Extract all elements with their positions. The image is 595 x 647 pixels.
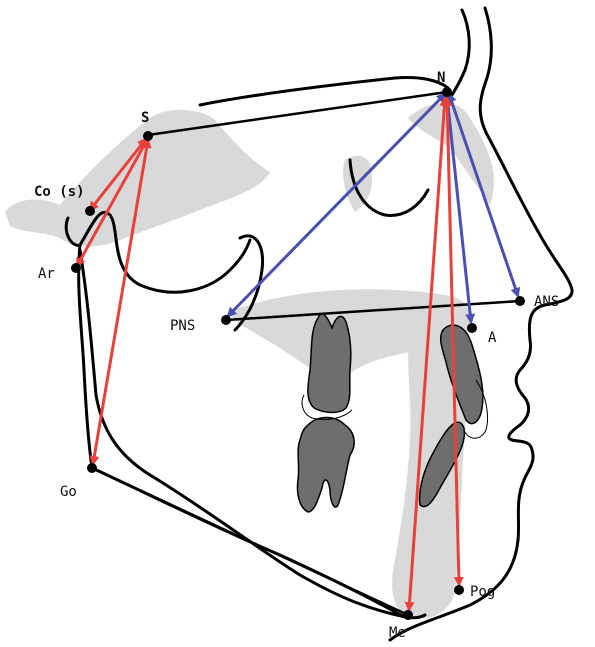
n-pns-arrow xyxy=(228,94,445,316)
forehead-line-left xyxy=(452,10,469,95)
label-a: A xyxy=(488,330,497,346)
point-go xyxy=(87,463,97,473)
upper-molar-icon xyxy=(308,314,351,413)
point-me xyxy=(403,610,413,620)
label-me: Me xyxy=(389,625,406,641)
label-s: S xyxy=(141,110,149,126)
label-n: N xyxy=(437,70,445,86)
point-pns xyxy=(221,315,231,325)
point-pog xyxy=(454,585,464,595)
point-s xyxy=(143,131,153,141)
lower-molar-icon xyxy=(297,418,354,513)
go-me-line xyxy=(92,468,408,615)
label-pns: PNS xyxy=(170,318,195,334)
label-pog: Pog xyxy=(470,584,495,600)
point-ans xyxy=(515,296,525,306)
point-ar xyxy=(71,263,81,273)
cranial-vault-line xyxy=(200,77,448,105)
point-n xyxy=(442,87,452,97)
label-ar: Ar xyxy=(38,266,55,282)
point-a xyxy=(467,323,477,333)
label-ans: ANS xyxy=(534,294,559,310)
label-go: Go xyxy=(60,484,77,500)
label-co: Co (s) xyxy=(34,184,85,200)
cranial-base-shadow xyxy=(5,110,270,247)
point-co xyxy=(85,206,95,216)
